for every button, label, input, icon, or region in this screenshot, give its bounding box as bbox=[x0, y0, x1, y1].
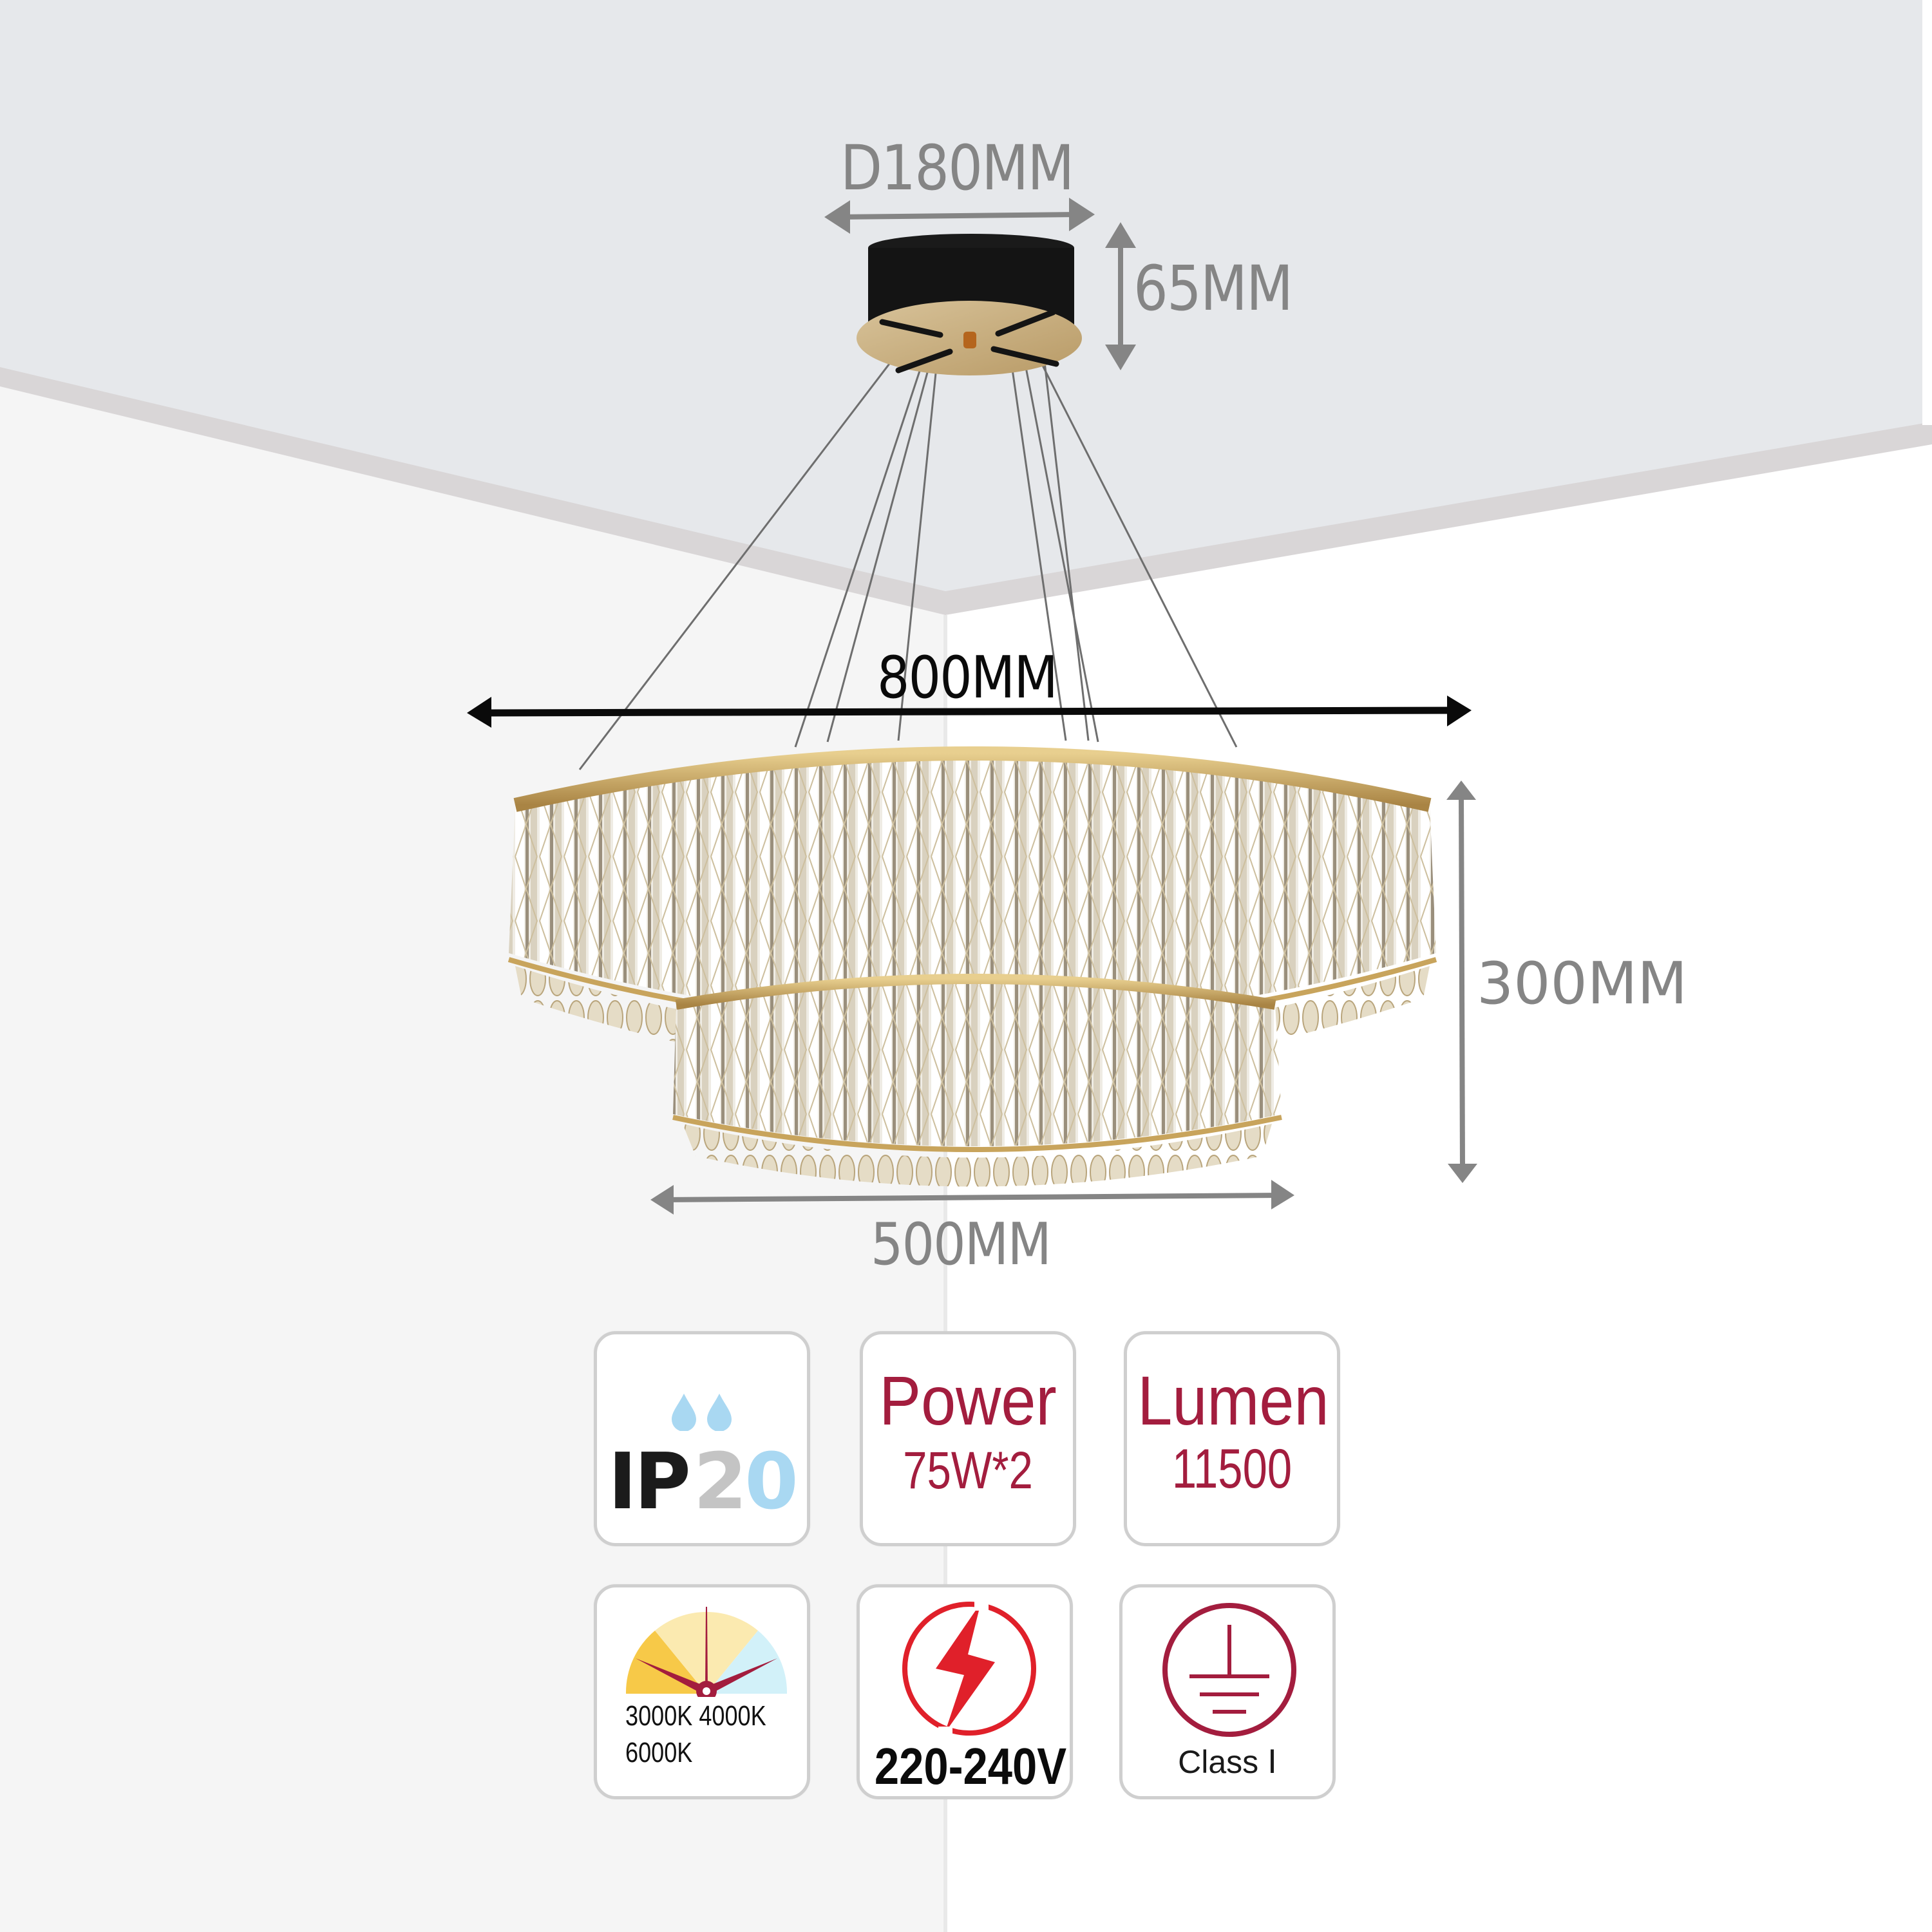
lumen-value: 11500 bbox=[1171, 1438, 1293, 1500]
water-drops-icon bbox=[672, 1394, 732, 1431]
voltage-value: 220-240V bbox=[874, 1738, 1067, 1795]
power-value: 75W*2 bbox=[903, 1441, 1033, 1500]
ip-rating-card: IP20 bbox=[594, 1331, 810, 1546]
canopy-diameter-label: D180MM bbox=[840, 132, 1074, 204]
earth-ground-icon bbox=[1162, 1603, 1296, 1737]
canopy-height-arrow bbox=[1105, 222, 1136, 370]
insulation-class-card: Class Ⅰ bbox=[1119, 1584, 1336, 1799]
ip-digit-1: 2 bbox=[693, 1437, 747, 1527]
ceiling-canopy bbox=[857, 234, 1082, 375]
canopy-height-label: 65MM bbox=[1133, 252, 1293, 325]
color-temperature-line-1: 3000K 4000K bbox=[625, 1700, 766, 1732]
lumen-card: Lumen 11500 bbox=[1124, 1331, 1340, 1546]
power-card: Power 75W*2 bbox=[860, 1331, 1076, 1546]
ip-digit-2: 0 bbox=[744, 1437, 798, 1527]
lower-tier-width-arrow bbox=[650, 1180, 1294, 1215]
voltage-card: 220-240V bbox=[857, 1584, 1073, 1799]
lower-tier-width-label: 500MM bbox=[871, 1211, 1052, 1278]
crystal-chandelier bbox=[507, 746, 1437, 1187]
lumen-title: Lumen bbox=[1137, 1361, 1329, 1439]
overall-width-label: 800MM bbox=[877, 644, 1058, 712]
insulation-class-value: Class Ⅰ bbox=[1178, 1744, 1277, 1780]
overall-height-arrow bbox=[1446, 781, 1477, 1183]
power-title: Power bbox=[879, 1361, 1057, 1439]
lightning-circle-icon bbox=[902, 1598, 1036, 1739]
canopy-diameter-arrow bbox=[824, 198, 1095, 234]
color-temperature-line-2: 6000K bbox=[625, 1737, 693, 1768]
color-temperature-card: 3000K 4000K 6000K bbox=[594, 1584, 810, 1799]
overall-height-label: 300MM bbox=[1477, 950, 1688, 1018]
overall-width-arrow bbox=[467, 696, 1472, 728]
color-temperature-gauge-icon bbox=[625, 1607, 788, 1697]
ip-prefix: IP bbox=[608, 1437, 691, 1527]
